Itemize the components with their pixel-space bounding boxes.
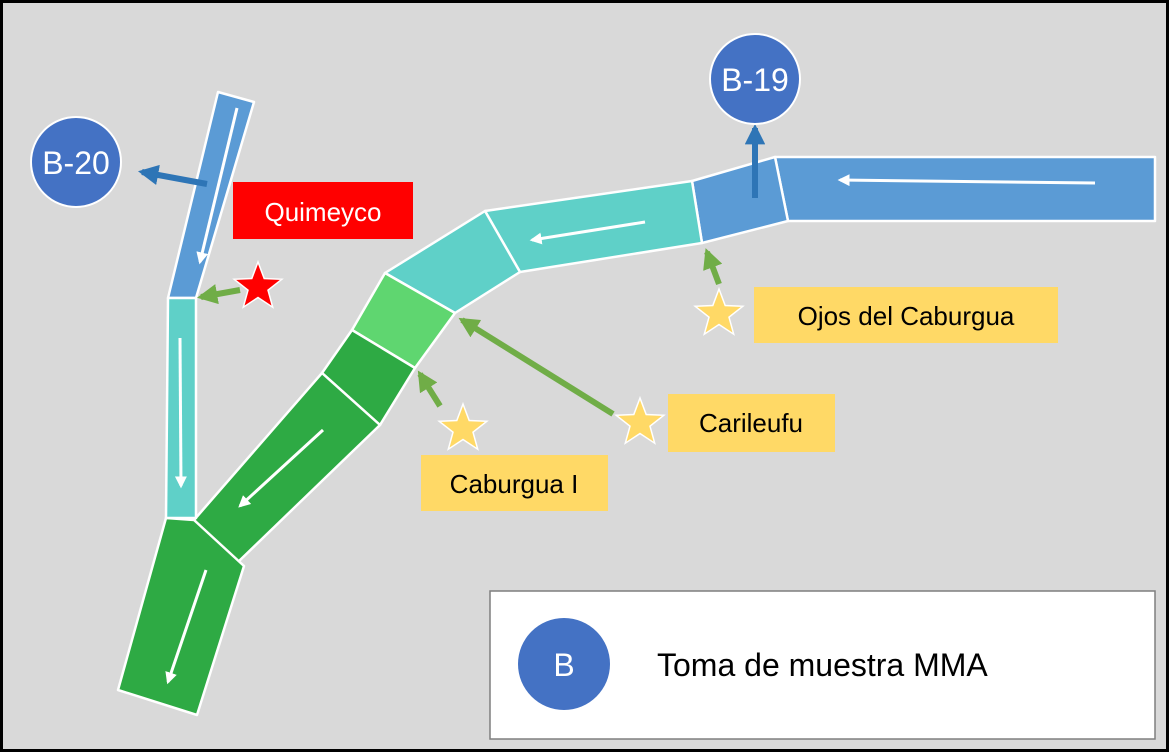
sampling-arrows bbox=[137, 123, 766, 198]
star-yellow-icon bbox=[614, 395, 666, 445]
flow-arrow bbox=[529, 220, 646, 245]
star-yellow-icon bbox=[693, 286, 745, 336]
label-quimeyco: Quimeyco bbox=[233, 182, 413, 239]
flow-arrows bbox=[165, 107, 1096, 685]
sampling-point-b20: B-20 bbox=[30, 116, 122, 208]
star-red-icon bbox=[232, 259, 284, 309]
discharge-arrows bbox=[196, 248, 723, 417]
label-carileufu: Carileufu bbox=[668, 394, 835, 452]
label-caburgua-i: Caburgua I bbox=[421, 455, 608, 511]
legend-symbol-label: B bbox=[553, 647, 574, 683]
flow-arrow bbox=[238, 428, 325, 508]
river-segment-upper-blue bbox=[773, 155, 1157, 223]
label-caburgua-text: Caburgua I bbox=[450, 469, 579, 499]
legend: B Toma de muestra MMA bbox=[489, 590, 1156, 740]
river-segment-green-3 bbox=[116, 516, 246, 717]
legend-text: Toma de muestra MMA bbox=[657, 647, 988, 683]
sampling-point-label: B-19 bbox=[721, 62, 789, 98]
label-ojos-text: Ojos del Caburgua bbox=[798, 301, 1015, 331]
label-carileufu-text: Carileufu bbox=[699, 408, 803, 438]
sampling-point-label: B-20 bbox=[42, 145, 110, 181]
flow-arrow bbox=[174, 337, 187, 489]
label-ojos-del-caburgua: Ojos del Caburgua bbox=[754, 287, 1058, 343]
discharge-arrow-carileufu bbox=[458, 317, 615, 417]
sampling-point-b19: B-19 bbox=[709, 33, 801, 125]
discharge-arrow-ojos bbox=[703, 248, 723, 286]
flow-arrow bbox=[165, 569, 208, 685]
flow-arrow bbox=[196, 107, 239, 265]
star-yellow-icon bbox=[437, 401, 489, 451]
main-river bbox=[116, 155, 1157, 717]
discharge-arrow-caburgua1 bbox=[417, 370, 443, 408]
sampling-arrow-b20 bbox=[137, 164, 208, 187]
discharge-arrow-quimeyco bbox=[196, 284, 241, 305]
legend-symbol bbox=[518, 618, 610, 710]
flow-arrow bbox=[837, 174, 1096, 187]
label-quimeyco-text: Quimeyco bbox=[264, 197, 381, 227]
stars bbox=[232, 259, 745, 451]
